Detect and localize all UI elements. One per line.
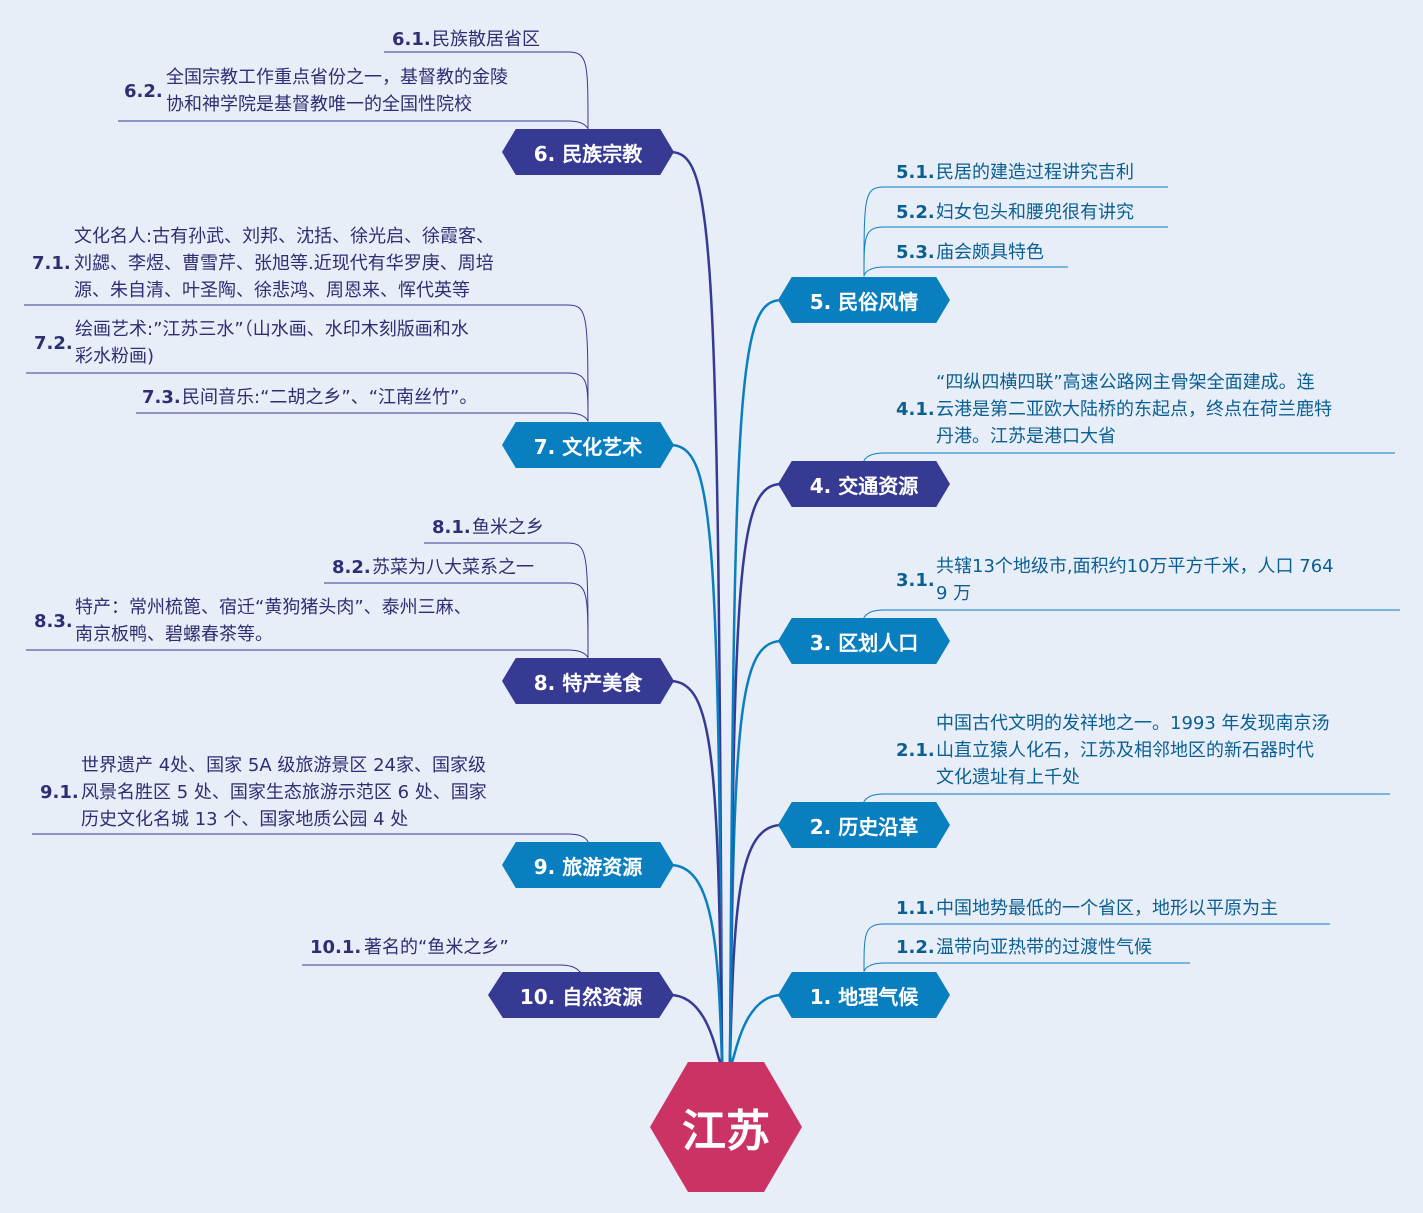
- leaf-text-line: 特产：常州梳篦、宿迁“黄狗猪头肉”、泰州三麻、: [75, 597, 472, 618]
- branch-geography-climate[interactable]: 1. 地理气候: [778, 972, 950, 1018]
- leaf-connector: [863, 609, 885, 619]
- leaf-number: 10.1.: [310, 937, 362, 958]
- leaf-number: 6.2.: [124, 81, 163, 102]
- leaf-text: 中国地势最低的一个省区，地形以平原为主: [936, 898, 1278, 919]
- leaf-number: 8.3.: [34, 611, 73, 632]
- leaf-connector: [863, 452, 885, 462]
- leaf-connector: [567, 582, 589, 658]
- leaf-text-line: 中国古代文明的发祥地之一。1993 年发现南京汤: [936, 713, 1330, 734]
- leaf-number: 6.1.: [392, 29, 431, 50]
- leaf-connector: [863, 793, 885, 803]
- leaf-number: 8.2.: [332, 557, 371, 578]
- leaf-number: 7.2.: [34, 333, 73, 354]
- leaf-text-line: 源、朱自清、叶圣陶、徐悲鸿、周恩来、恽代英等: [74, 280, 470, 301]
- leaf-text: 鱼米之乡: [472, 517, 544, 538]
- branch-divisions-population[interactable]: 3. 区划人口: [778, 618, 950, 664]
- leaf-text-line: 共辖13个地级市,面积约10万平方千米，人口 764: [936, 556, 1334, 577]
- leaf-connector: [863, 266, 885, 277]
- leaf-number: 5.1.: [896, 162, 935, 183]
- branch-connector: [669, 150, 724, 1063]
- leaf-text-line: 云港是第二亚欧大陆桥的东起点，终点在荷兰鹿特: [936, 399, 1332, 420]
- leaf-text-line: 南京板鸭、碧螺春茶等。: [75, 624, 273, 645]
- leaf-text-line: 山直立猿人化石，江苏及相邻地区的新石器时代: [936, 740, 1314, 761]
- leaf-text-line: 丹港。江苏是港口大省: [936, 426, 1116, 447]
- branch-transport[interactable]: 4. 交通资源: [778, 461, 950, 507]
- leaf-text: 苏菜为八大菜系之一: [372, 557, 534, 578]
- leaf-number: 4.1.: [896, 399, 935, 420]
- leaf-text-line: 全国宗教工作重点省份之一，基督教的金陵: [166, 67, 508, 88]
- leaf-text-line: “四纵四横四联”高速公路网主骨架全面建成。连: [936, 372, 1315, 393]
- branch-culture-art[interactable]: 7. 文化艺术: [502, 422, 674, 468]
- leaf-text-line: 彩水粉画): [75, 346, 155, 367]
- branch-connector: [669, 993, 724, 1065]
- branch-ethnicity-religion[interactable]: 6. 民族宗教: [502, 129, 674, 175]
- branch-connector: [728, 993, 783, 1065]
- leaf-connector: [567, 412, 589, 422]
- branch-connector: [728, 639, 783, 1063]
- leaf-connector: [559, 964, 581, 973]
- leaf-number: 7.1.: [32, 253, 71, 274]
- leaf-text-line: 历史文化名城 13 个、国家地质公园 4 处: [81, 809, 409, 830]
- leaf-connector: [863, 226, 885, 277]
- leaf-text: 民居的建造过程讲究吉利: [936, 162, 1134, 183]
- leaf-connector: [567, 649, 589, 659]
- leaf-connector: [567, 51, 589, 129]
- leaf-connector: [567, 542, 589, 658]
- leaf-number: 8.1.: [432, 517, 471, 538]
- leaf-connector: [567, 833, 589, 843]
- leaf-connector: [567, 304, 589, 422]
- leaf-text: 庙会颇具特色: [936, 242, 1044, 263]
- leaf-text-line: 协和神学院是基督教唯一的全国性院校: [166, 94, 472, 115]
- leaf-number: 9.1.: [40, 782, 79, 803]
- branch-connector: [669, 443, 724, 1063]
- leaf-number: 5.3.: [896, 242, 935, 263]
- leaf-connector: [567, 372, 589, 422]
- leaf-text-line: 风景名胜区 5 处、国家生态旅游示范区 6 处、国家: [81, 782, 487, 803]
- leaf-text-line: 刘勰、李煜、曹雪芹、张旭等.近现代有华罗庚、周培: [74, 253, 494, 274]
- branch-natural-resources[interactable]: 10. 自然资源: [488, 972, 674, 1018]
- leaf-number: 3.1.: [896, 570, 935, 591]
- leaf-connector: [863, 962, 885, 972]
- leaf-number: 7.3.: [142, 387, 181, 408]
- leaf-connector: [567, 120, 589, 130]
- leaf-text-line: 文化遗址有上千处: [936, 767, 1080, 788]
- branch-connector: [728, 823, 783, 1063]
- leaf-connector: [863, 923, 885, 972]
- branch-connector: [728, 298, 783, 1063]
- leaf-number: 1.2.: [896, 937, 935, 958]
- branch-tourism[interactable]: 9. 旅游资源: [502, 842, 674, 888]
- branch-connector: [669, 863, 724, 1063]
- leaf-text-line: 世界遗产 4处、国家 5A 级旅游景区 24家、国家级: [81, 755, 487, 776]
- leaf-text: 民间音乐:“二胡之乡”、“江南丝竹”。: [182, 387, 478, 408]
- leaf-text: 妇女包头和腰兜很有讲究: [936, 202, 1134, 223]
- branch-history[interactable]: 2. 历史沿革: [778, 802, 950, 848]
- leaf-number: 5.2.: [896, 202, 935, 223]
- leaf-text: 温带向亚热带的过渡性气候: [936, 937, 1152, 958]
- leaf-text-line: 文化名人:古有孙武、刘邦、沈括、徐光启、徐霞客、: [74, 226, 495, 247]
- branch-connector: [669, 679, 724, 1063]
- leaf-text-line: 9 万: [936, 583, 972, 604]
- leaf-text: 著名的“鱼米之乡”: [364, 937, 509, 958]
- leaf-text: 民族散居省区: [432, 29, 540, 50]
- leaf-text-line: 绘画艺术:”江苏三水”（山水画、水印木刻版画和水: [75, 319, 469, 340]
- branch-specialties-food[interactable]: 8. 特产美食: [502, 658, 674, 704]
- branch-folk-customs[interactable]: 5. 民俗风情: [778, 277, 950, 323]
- leaf-number: 2.1.: [896, 740, 935, 761]
- leaf-connector: [863, 186, 885, 277]
- leaf-number: 1.1.: [896, 898, 935, 919]
